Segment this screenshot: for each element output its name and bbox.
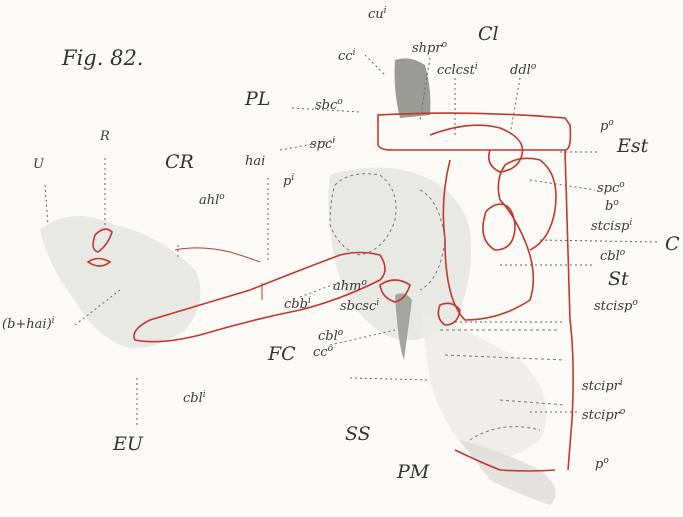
label-cbbi: cbbi [284, 296, 311, 312]
label-cbli: cbli [183, 390, 206, 406]
label-U: U [33, 157, 45, 172]
label-stcipro: stcipro [582, 407, 626, 423]
label-po-top: po [600, 118, 614, 134]
label-bo: bo [605, 198, 619, 214]
label-PM: PM [396, 461, 430, 483]
label-stcispi: stcispi [591, 218, 632, 234]
label-Est: Est [616, 135, 649, 157]
label-R: R [99, 129, 110, 144]
label-bhaii: (b+hai)i [2, 316, 55, 332]
label-spci: spci [310, 136, 335, 152]
label-Cl: Cl [478, 23, 499, 45]
label-cblo-right: cblo [600, 248, 626, 264]
label-cclcsti: cclcsti [437, 62, 478, 78]
label-stcispo: stcispo [594, 298, 638, 314]
label-spco: spco [597, 180, 625, 196]
label-sbco: sbco [315, 97, 343, 113]
label-St: St [608, 268, 629, 290]
label-hai: hai [245, 154, 265, 169]
label-cco: cco [313, 344, 334, 360]
label-PL: PL [244, 88, 270, 110]
label-FC: FC [267, 343, 296, 365]
label-stcipri: stcipri [582, 378, 623, 394]
label-po-bottom: po [595, 456, 609, 472]
label-cui: cui [368, 6, 387, 22]
label-cblo-mid: cblo [318, 328, 344, 344]
label-sbcsci: sbcsci [340, 298, 379, 314]
label-SS: SS [345, 423, 371, 445]
label-C: C [665, 233, 680, 255]
label-ahlo: ahlo [199, 192, 225, 208]
figure-title: Fig. 82. [61, 46, 143, 70]
label-pi: pi [283, 173, 294, 189]
label-cci: cci [338, 48, 356, 64]
label-EU: EU [112, 433, 144, 455]
label-CR: CR [165, 151, 194, 173]
label-shpro: shpro [412, 40, 448, 56]
label-ddlo: ddlo [510, 62, 537, 78]
